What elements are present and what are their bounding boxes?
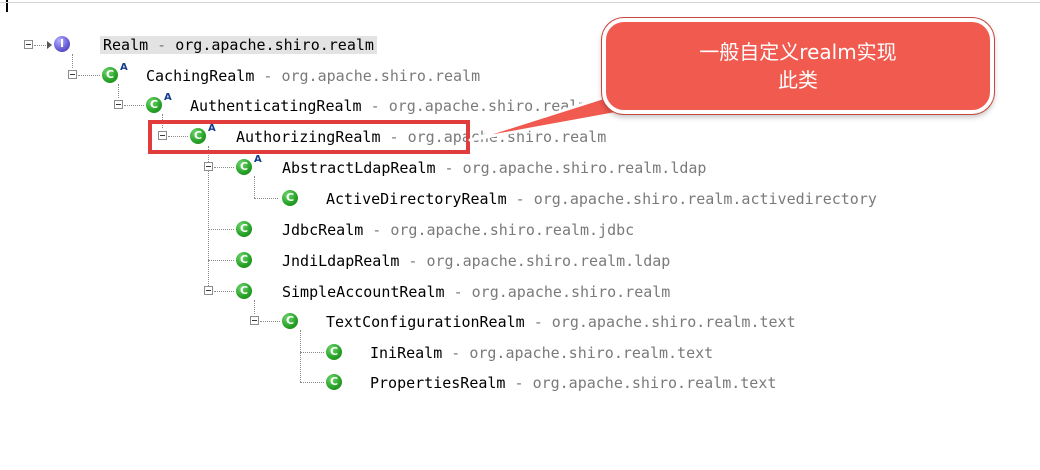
highlight-box	[148, 120, 470, 154]
top-divider	[0, 2, 1040, 3]
tree-guide	[118, 84, 119, 98]
tree-guide	[254, 198, 278, 199]
callout-line-1: 一般自定义realm实现	[699, 40, 897, 64]
tree-guide	[208, 146, 209, 288]
tree-item-realm[interactable]: Realm - org.apache.shiro.realm	[100, 36, 377, 54]
callout-line-2: 此类	[778, 68, 818, 92]
collapse-toggle-abstractldaprealm[interactable]	[204, 162, 213, 171]
tree-guide	[300, 352, 324, 353]
class-icon: C	[236, 283, 252, 299]
collapse-toggle-realm[interactable]	[24, 40, 33, 49]
collapse-toggle-authenticatingrealm[interactable]	[114, 100, 123, 109]
collapse-toggle-textconfigurationrealm[interactable]	[250, 316, 259, 325]
abstract-class-icon: C	[102, 67, 118, 83]
abstract-class-icon: C	[190, 128, 206, 144]
tree-item-textconfigurationrealm[interactable]: TextConfigurationRealm - org.apache.shir…	[326, 313, 796, 331]
tree-item-propertiesrealm[interactable]: PropertiesRealm - org.apache.shiro.realm…	[370, 374, 777, 392]
tree-guide	[214, 291, 234, 292]
abstract-marker-icon: A	[254, 154, 262, 165]
tree-guide	[254, 176, 255, 198]
tree-guide	[214, 167, 234, 168]
class-icon: C	[236, 252, 252, 268]
tree-item-jndildaprealm[interactable]: JndiLdapRealm - org.apache.shiro.realm.l…	[282, 252, 671, 270]
tree-item-inirealm[interactable]: IniRealm - org.apache.shiro.realm.text	[370, 344, 714, 362]
collapse-toggle-authorizingrealm[interactable]	[158, 131, 167, 140]
tree-guide	[300, 330, 301, 382]
tree-item-authenticatingrealm[interactable]: AuthenticatingRealm - org.apache.shiro.r…	[190, 97, 588, 115]
callout-annotation: 一般自定义realm实现 此类	[602, 18, 994, 114]
text-cursor	[6, 0, 8, 12]
tree-guide	[300, 382, 324, 383]
interface-icon: I	[54, 36, 70, 52]
tree-guide	[260, 321, 280, 322]
abstract-marker-icon: A	[164, 92, 172, 103]
tree-guide	[78, 75, 100, 76]
tree-guide	[124, 105, 144, 106]
tree-guide	[168, 136, 188, 137]
tree-guide	[34, 45, 46, 46]
tree-guide	[72, 54, 73, 68]
abstract-marker-icon: A	[208, 123, 216, 134]
tree-guide	[208, 260, 234, 261]
class-icon: C	[236, 221, 252, 237]
interface-marker-icon	[47, 41, 52, 49]
tree-item-simpleaccountrealm[interactable]: SimpleAccountRealm - org.apache.shiro.re…	[282, 283, 671, 301]
collapse-toggle-simpleaccountrealm[interactable]	[204, 286, 213, 295]
tree-item-cachingrealm[interactable]: CachingRealm - org.apache.shiro.realm	[146, 67, 481, 85]
tree-item-abstractldaprealm[interactable]: AbstractLdapRealm - org.apache.shiro.rea…	[282, 159, 707, 177]
tree-guide	[208, 229, 234, 230]
collapse-toggle-cachingrealm[interactable]	[68, 70, 77, 79]
abstract-class-icon: C	[146, 97, 162, 113]
tree-item-activedirectoryrealm[interactable]: ActiveDirectoryRealm - org.apache.shiro.…	[326, 190, 877, 208]
class-icon: C	[326, 374, 342, 390]
class-icon: C	[282, 313, 298, 329]
abstract-class-icon: C	[236, 159, 252, 175]
tree-guide	[254, 300, 255, 314]
tree-item-jdbcrealm[interactable]: JdbcRealm - org.apache.shiro.realm.jdbc	[282, 221, 635, 239]
class-icon: C	[282, 190, 298, 206]
abstract-marker-icon: A	[120, 62, 128, 73]
class-icon: C	[326, 344, 342, 360]
